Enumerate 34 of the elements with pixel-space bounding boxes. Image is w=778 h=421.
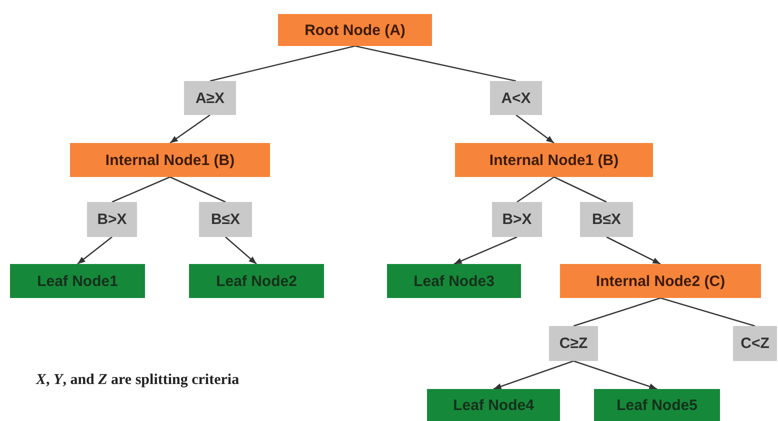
decision-node: Root Node (A) <box>278 14 432 46</box>
condition-box: B≤X <box>580 202 633 237</box>
condition-box: A≥X <box>184 81 236 115</box>
connector-line <box>170 176 226 203</box>
arrow <box>516 114 554 144</box>
condition-box: C<Z <box>733 326 777 361</box>
condition-box: A<X <box>490 81 542 115</box>
connector-line <box>554 176 607 203</box>
decision-node: Internal Node2 (C) <box>560 264 761 298</box>
connector-line <box>112 176 170 203</box>
note-text: X, Y, and Z are splitting criteria <box>36 372 240 389</box>
leaf-node: Leaf Node1 <box>10 264 145 298</box>
condition-box: B>X <box>87 202 137 237</box>
decision-node: Internal Node1 (B) <box>70 143 270 177</box>
decision-node: Internal Node1 (B) <box>455 143 653 177</box>
leaf-node: Leaf Node3 <box>387 264 521 298</box>
connector-line <box>210 45 356 82</box>
arrow <box>606 236 661 265</box>
connector-line <box>516 176 554 203</box>
condition-box: B>X <box>492 202 542 237</box>
leaf-node: Leaf Node5 <box>594 389 720 421</box>
connector-line <box>573 297 661 327</box>
arrow <box>77 236 112 265</box>
leaf-node: Leaf Node2 <box>189 264 324 298</box>
arrow <box>493 360 574 390</box>
leaf-node: Leaf Node4 <box>427 389 560 421</box>
arrow <box>454 236 518 265</box>
condition-box: C≥Z <box>549 326 598 361</box>
connector-line <box>354 45 516 82</box>
arrow <box>573 360 658 390</box>
condition-box: B≤X <box>199 202 252 237</box>
arrow <box>170 114 210 144</box>
arrow <box>225 236 257 264</box>
connector-line <box>660 297 756 327</box>
